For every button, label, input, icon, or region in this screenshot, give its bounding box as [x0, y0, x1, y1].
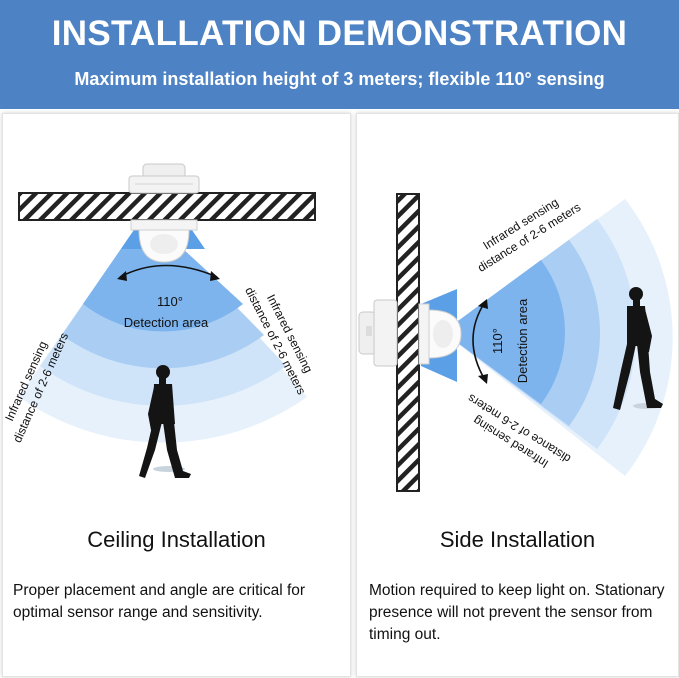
- beam-band-1: [443, 260, 565, 404]
- person-silhouette: [613, 287, 663, 410]
- side-sensor: [358, 299, 462, 367]
- ceiling-diagram: 110° Detection area Infrared sensing dis…: [3, 163, 316, 478]
- area-label: Detection area: [515, 298, 530, 383]
- angle-label: 110°: [157, 294, 183, 309]
- angle-arc: [472, 301, 486, 381]
- ceiling-installation-title: Ceiling Installation: [87, 527, 266, 552]
- page-subtitle: Maximum installation height of 3 meters;…: [74, 69, 605, 89]
- area-label: Detection area: [124, 315, 209, 330]
- side-wall: [396, 193, 420, 492]
- person-silhouette: [139, 365, 191, 478]
- ceiling-installation-panel: 110° Detection area Infrared sensing dis…: [2, 113, 351, 677]
- angle-arc: [119, 264, 218, 278]
- side-installation-panel: 110° Detection area Infrared sensing dis…: [356, 113, 679, 677]
- side-diagram: 110° Detection area Infrared sensing dis…: [358, 193, 673, 492]
- side-installation-title: Side Installation: [439, 527, 596, 552]
- page-title: INSTALLATION DEMONSTRATION: [51, 14, 628, 53]
- ceiling-slab: [18, 192, 316, 221]
- beam-band-1: [83, 214, 243, 332]
- angle-label: 110°: [490, 328, 505, 354]
- side-installation-description: Motion required to keep light on. Statio…: [369, 582, 665, 643]
- ceiling-sensor: [128, 163, 200, 263]
- header-banner: INSTALLATION DEMONSTRATION Maximum insta…: [0, 0, 679, 109]
- ceiling-installation-description: Proper placement and angle are critical …: [13, 582, 306, 621]
